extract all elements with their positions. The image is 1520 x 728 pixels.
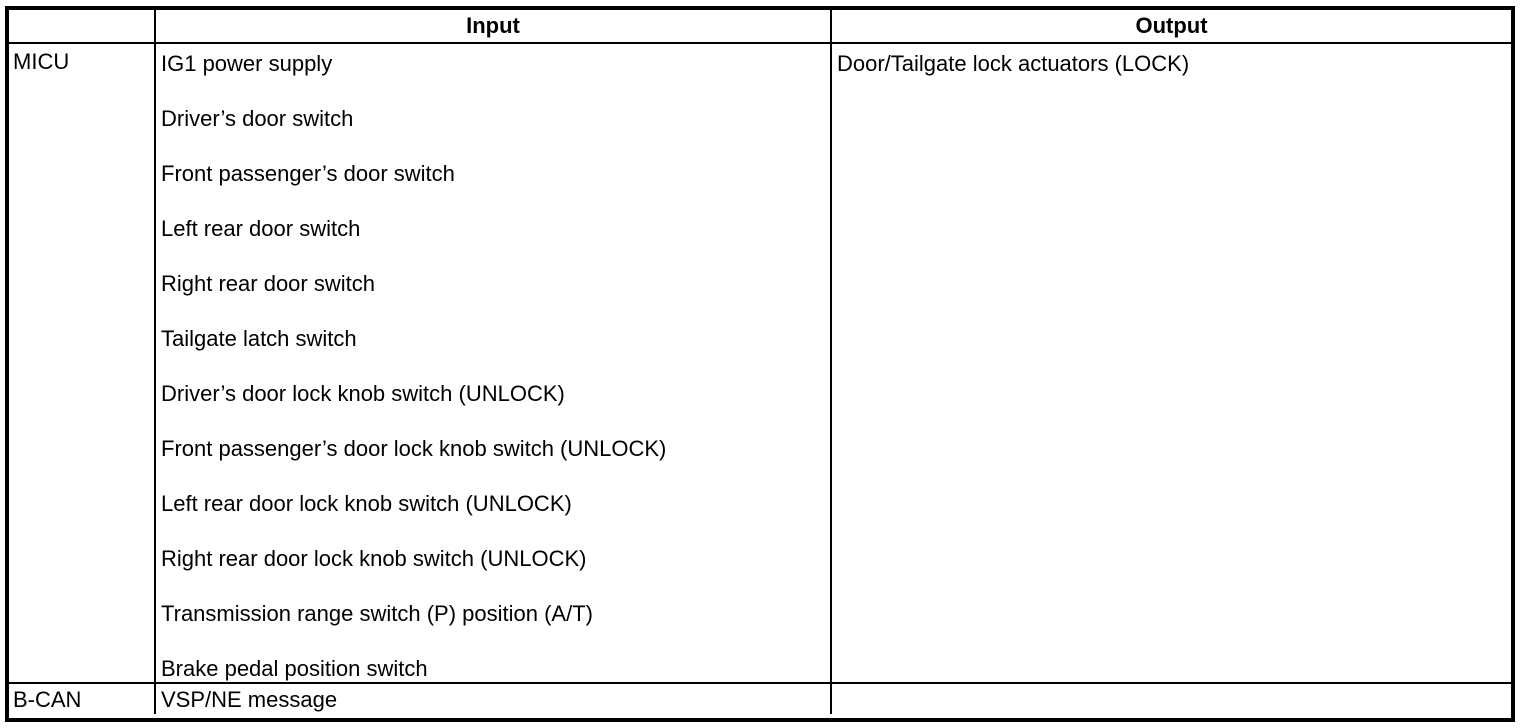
input-item: Front passenger’s door switch: [161, 161, 455, 186]
source-label-micu: MICU: [13, 49, 70, 74]
table-row-bcan: B-CAN VSP/NE message: [9, 682, 1511, 714]
source-label-bcan: B-CAN: [13, 687, 82, 712]
input-item: IG1 power supply: [161, 51, 333, 76]
micu-output: Door/Tailgate lock actuators (LOCK): [830, 44, 1511, 682]
input-item: Driver’s door switch: [161, 106, 354, 131]
input-item: Driver’s door lock knob switch (UNLOCK): [161, 381, 565, 406]
header-cell-input: Input: [154, 10, 830, 42]
micu-input-list: IG1 power supply Driver’s door switch Fr…: [154, 44, 830, 682]
input-item: Tailgate latch switch: [161, 326, 357, 351]
input-item: Right rear door lock knob switch (UNLOCK…: [161, 546, 587, 571]
table-header-row: Input Output: [9, 10, 1511, 42]
header-cell-output: Output: [830, 10, 1511, 42]
header-cell-source: [9, 10, 154, 42]
table-row-micu: MICU IG1 power supply Driver’s door swit…: [9, 42, 1511, 682]
io-table: Input Output MICU IG1 power supply Drive…: [5, 6, 1515, 722]
input-item: Left rear door lock knob switch (UNLOCK): [161, 491, 572, 516]
input-item: Left rear door switch: [161, 216, 361, 241]
input-item: Brake pedal position switch: [161, 656, 428, 681]
input-item: Right rear door switch: [161, 271, 375, 296]
input-item: Transmission range switch (P) position (…: [161, 601, 593, 626]
input-item: Front passenger’s door lock knob switch …: [161, 436, 667, 461]
bcan-output: [830, 684, 1511, 714]
bcan-input: VSP/NE message: [154, 684, 830, 714]
